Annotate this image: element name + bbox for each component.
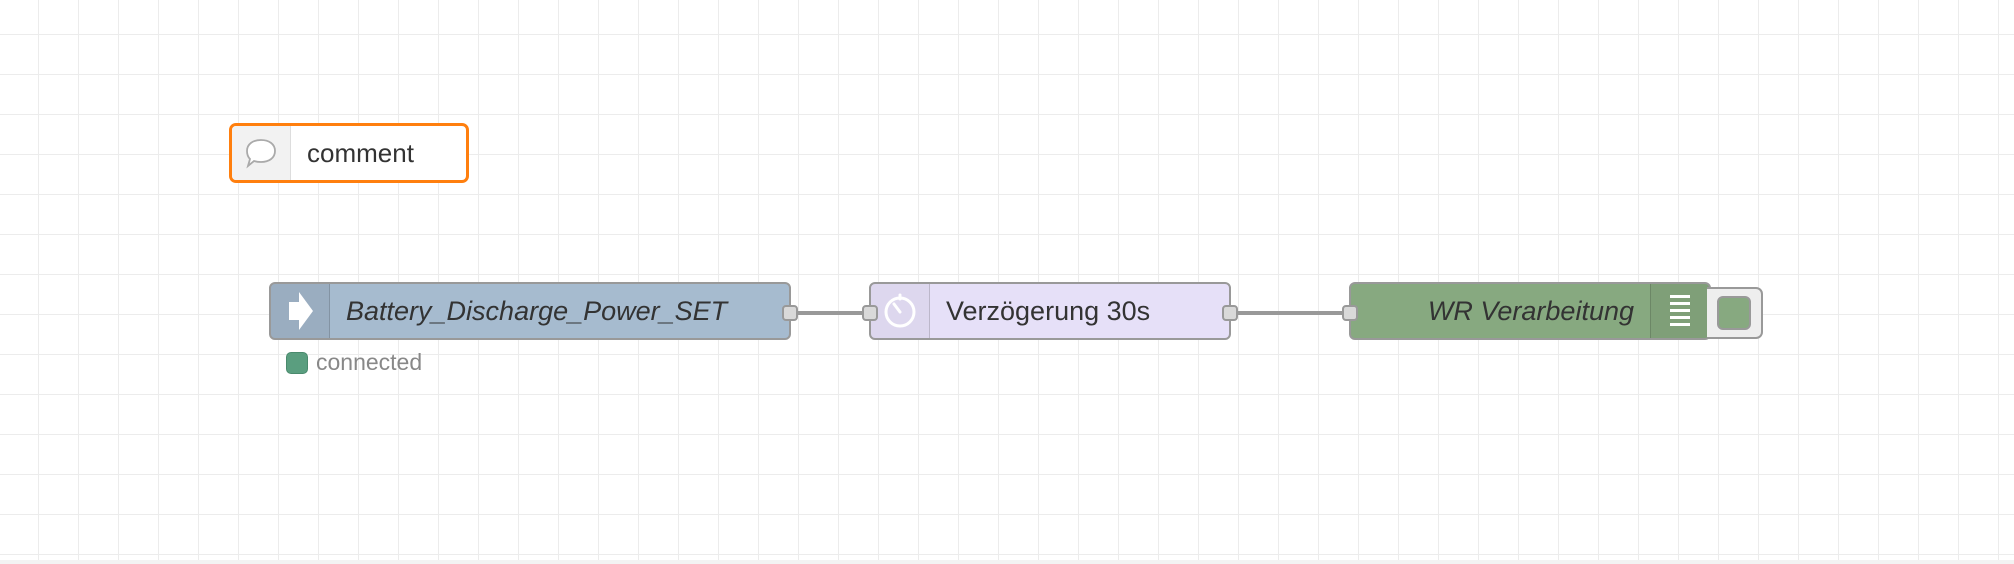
- mqtt-in-node[interactable]: Battery_Discharge_Power_SET: [269, 282, 791, 340]
- debug-toggle-housing: [1707, 287, 1763, 339]
- mqtt-in-status: connected: [286, 349, 422, 376]
- delay-input-port[interactable]: [862, 305, 878, 321]
- delay-output-port[interactable]: [1222, 305, 1238, 321]
- debug-input-port[interactable]: [1342, 305, 1358, 321]
- mqtt-in-label: Battery_Discharge_Power_SET: [346, 295, 728, 326]
- comment-icon: [232, 126, 291, 180]
- debug-label: WR Verarbeitung: [1427, 295, 1634, 326]
- workspace-bottom-edge: [0, 560, 2014, 564]
- mqtt-in-output-port[interactable]: [782, 305, 798, 321]
- comment-node[interactable]: comment: [229, 123, 469, 183]
- status-text: connected: [316, 349, 423, 375]
- status-indicator-dot: [286, 351, 308, 374]
- arrow-in-icon: [271, 284, 330, 338]
- comment-label: comment: [307, 137, 414, 168]
- delay-node[interactable]: Verzögerung 30s: [869, 282, 1231, 340]
- debug-node[interactable]: WR Verarbeitung: [1349, 282, 1711, 340]
- delay-label: Verzögerung 30s: [946, 295, 1151, 326]
- timer-icon: [871, 284, 930, 338]
- debug-toggle-button[interactable]: [1717, 296, 1751, 330]
- debug-list-icon: [1650, 284, 1709, 338]
